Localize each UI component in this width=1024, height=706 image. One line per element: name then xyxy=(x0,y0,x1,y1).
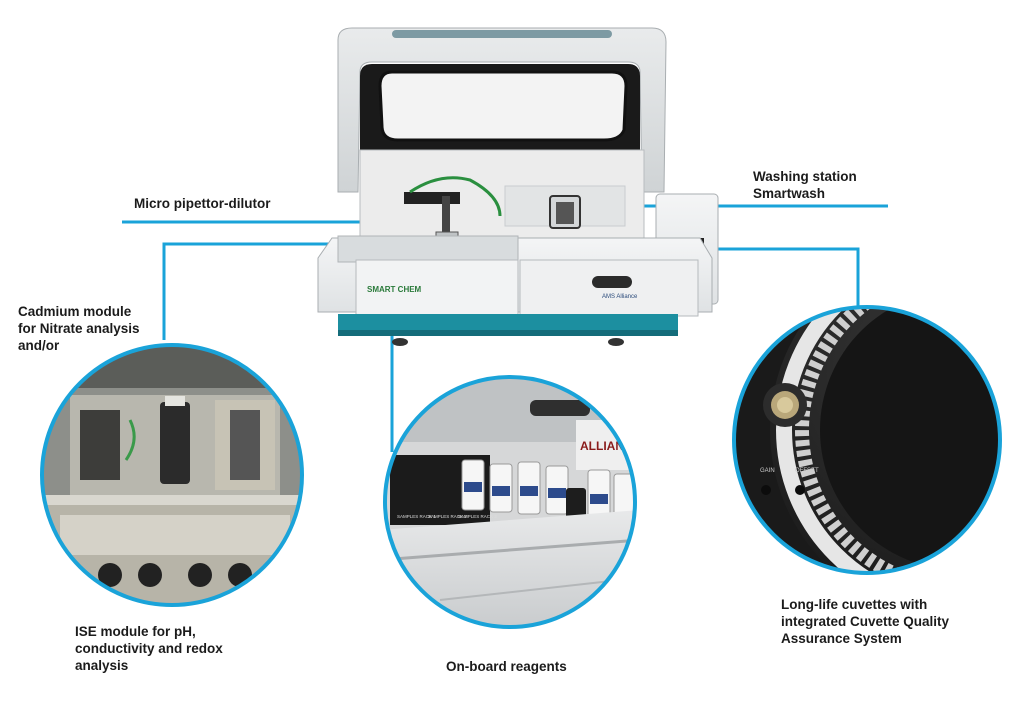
cuvette-number-31: 31 xyxy=(872,581,882,591)
cuvette-number-26: 26 xyxy=(940,602,949,610)
label-washing-station: Washing station Smartwash xyxy=(753,169,857,201)
cuvette-number-24: 24 xyxy=(968,602,976,610)
rack-label-3: SAMPLES RACK 3 xyxy=(458,514,497,519)
label-cuvettes: Long-life cuvettes with integrated Cuvet… xyxy=(781,597,950,646)
maker-logo: AMS Alliance xyxy=(602,294,638,300)
cuvette-number-22: 22 xyxy=(995,598,1004,607)
cadmium-ise-photo xyxy=(42,345,302,605)
gain-button-label: GAIN xyxy=(760,468,775,474)
rack-label-1: SAMPLES RACK 1 xyxy=(397,514,436,519)
label-ise-module: ISE module for pH, conductivity and redo… xyxy=(75,624,223,673)
alliance-sign: ALLIANCE xyxy=(580,439,641,453)
label-cadmium-module: Cadmium module for Nitrate analysis and/… xyxy=(18,304,140,353)
cuvettes-photo: GAIN OFFSET 3130292827262524232221201918… xyxy=(734,307,1018,610)
offset-button-label: OFFSET xyxy=(795,468,819,474)
cuvette-number-27: 27 xyxy=(926,600,935,608)
brand-logo: SMART CHEM xyxy=(367,285,422,294)
cuvette-number-30: 30 xyxy=(885,587,895,597)
label-onboard-reagents: On-board reagents xyxy=(446,659,567,674)
cuvette-number-29: 29 xyxy=(898,592,908,601)
label-micro-pipettor: Micro pipettor-dilutor xyxy=(134,196,271,211)
rack-label-2: SAMPLES RACK 2 xyxy=(428,514,467,519)
reagents-photo: ALLIANCE SAMPLES RACK 1 SAMPLES RACK 2 S… xyxy=(385,377,641,627)
analyzer-instrument: SMART CHEM AMS Alliance xyxy=(317,27,719,346)
cuvette-number-23: 23 xyxy=(981,600,990,608)
cadmium-callout-line xyxy=(162,242,338,340)
cuvette-number-28: 28 xyxy=(912,596,921,605)
cuvette-number-25: 25 xyxy=(954,603,962,610)
cuvette-number-21: 21 xyxy=(1008,594,1018,603)
